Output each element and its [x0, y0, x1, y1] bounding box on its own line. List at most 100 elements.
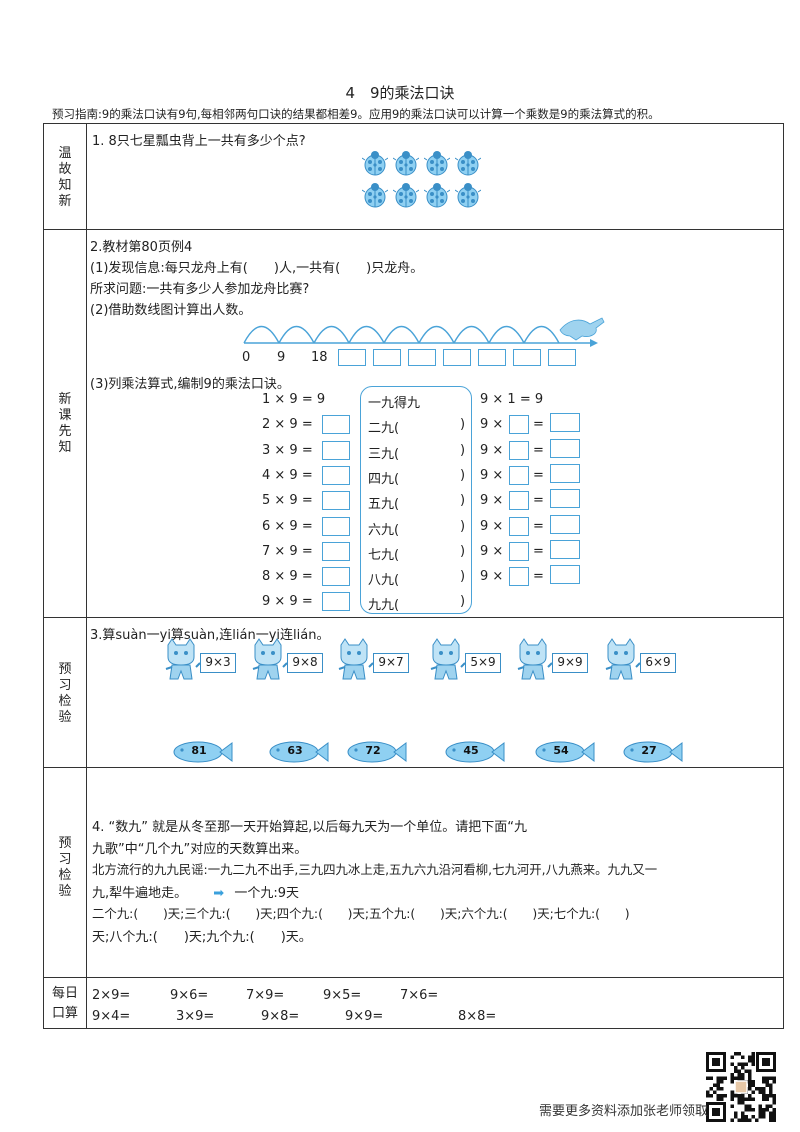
equals-sign: =	[533, 442, 544, 458]
ladybug-icon	[423, 150, 451, 176]
rhyme-text: 三九(	[368, 446, 400, 462]
daily-exercise: 3×9=	[176, 1009, 215, 1024]
q2-p4: (3)列乘法算式,编制9的乘法口诀。	[90, 377, 290, 392]
worksheet-table: 温故知新 新课先知 预习检验 预习检验 每日口算	[43, 123, 784, 1029]
number-line-diagram	[243, 317, 605, 347]
answer-box	[550, 539, 580, 559]
preview-guide: 预习指南:9的乘法口诀有9句,每相邻两句口诀的结果都相差9。应用9的乘法口诀可以…	[52, 107, 660, 121]
fish-number: 45	[463, 744, 479, 757]
row-divider	[44, 977, 783, 978]
expression-card: 9×9	[552, 653, 588, 673]
multiplication-equation: 5 × 9 =	[262, 493, 313, 509]
rhyme-text: 五九(	[368, 497, 400, 513]
cat-icon	[247, 637, 289, 685]
rhyme-close-paren: )	[460, 594, 466, 610]
fish-number: 54	[553, 744, 569, 757]
multiplication-equation: 7 × 9 =	[262, 543, 313, 559]
rhyme-text: 六九(	[368, 522, 400, 538]
section-text: 预习检验	[58, 836, 72, 899]
expression-card: 9×3	[200, 653, 236, 673]
q1-text: 1. 8只七星瓢虫背上一共有多少个点?	[92, 134, 306, 149]
commuted-equation-prefix: 9 ×	[480, 569, 504, 585]
answer-box	[322, 541, 350, 561]
rhyme-close-paren: )	[460, 569, 466, 585]
answer-box	[338, 349, 366, 366]
rhyme-close-paren: )	[460, 467, 466, 483]
hop-arc	[278, 325, 315, 344]
kangaroo-icon	[559, 317, 605, 341]
fish-icon	[442, 740, 506, 764]
answer-box	[550, 514, 580, 534]
commuted-equation-prefix: 9 ×	[480, 543, 504, 559]
answer-box	[509, 440, 529, 460]
fish-number: 81	[191, 744, 207, 757]
answer-box	[322, 592, 350, 612]
daily-exercise: 9×6=	[170, 988, 209, 1003]
commuted-equation-prefix: 9 ×	[480, 417, 504, 433]
ladybug-icon	[361, 182, 389, 208]
daily-exercise: 7×6=	[400, 988, 439, 1003]
rhyme-text: 二九(	[368, 421, 400, 437]
answer-box	[509, 491, 529, 511]
ladybug-icon	[361, 150, 389, 176]
answer-box	[550, 463, 580, 483]
rhyme-text: 八九(	[368, 573, 400, 589]
rhyme-text: 四九(	[368, 471, 400, 487]
multiplication-equation: 9 × 9 =	[262, 594, 313, 610]
daily-exercise: 9×5=	[323, 988, 362, 1003]
ladybug-icon	[423, 182, 451, 208]
hop-arc	[348, 325, 385, 344]
cat-icon	[160, 637, 202, 685]
multiplication-equation: 1 × 9 = 9	[262, 392, 326, 407]
answer-box	[408, 349, 436, 366]
fish-icon	[266, 740, 330, 764]
q4-line3: 北方流行的九九民谣:一九二九不出手,三九四九冰上走,五九六九沿河看柳,七九河开,…	[92, 862, 658, 877]
q4-line1: 4. “数九” 就是从冬至那一天开始算起,以后每九天为一个单位。请把下面“九	[92, 820, 528, 835]
answer-box	[322, 440, 350, 460]
q2-p1: (1)发现信息:每只龙舟上有( )人,一共有( )只龙舟。	[90, 261, 424, 276]
section-label-check-2: 预习检验	[44, 836, 86, 900]
daily-exercise: 2×9=	[92, 988, 131, 1003]
daily-exercise: 9×4=	[92, 1009, 131, 1024]
answer-box	[513, 349, 541, 366]
answer-box	[550, 438, 580, 458]
hop-arc	[453, 325, 490, 344]
answer-box	[478, 349, 506, 366]
commuted-equation-prefix: 9 ×	[480, 467, 504, 483]
cat-icon	[512, 637, 554, 685]
expression-card: 6×9	[640, 653, 676, 673]
equals-sign: =	[533, 518, 544, 534]
fish-icon	[170, 740, 234, 764]
answer-box	[322, 567, 350, 587]
answer-box	[509, 465, 529, 485]
ladybug-icon	[454, 150, 482, 176]
multiplication-equation: 4 × 9 =	[262, 467, 313, 483]
commuted-equation: 9 × 1 = 9	[480, 392, 544, 407]
numberline-label-18: 18	[311, 350, 328, 365]
commuted-equation-prefix: 9 ×	[480, 493, 504, 509]
qr-code-icon	[706, 1052, 776, 1122]
fish-number: 27	[641, 744, 657, 757]
section-text: 温故知新	[58, 146, 72, 209]
fish-icon	[344, 740, 408, 764]
section-text: 新课先知	[58, 392, 72, 455]
arrow-right-icon: ➡	[213, 886, 225, 901]
fish-icon	[620, 740, 684, 764]
answer-box	[550, 565, 580, 585]
q4-line4: 九,犁牛遍地走。 ➡ 一个九:9天	[92, 882, 299, 901]
multiplication-equation: 6 × 9 =	[262, 518, 313, 534]
q2-head: 2.教材第80页例4	[90, 240, 193, 255]
answer-box	[443, 349, 471, 366]
row-divider	[44, 617, 783, 618]
answer-box	[373, 349, 401, 366]
q4-example: 一个九:9天	[234, 886, 299, 901]
rhyme-text: 七九(	[368, 547, 400, 563]
equals-sign: =	[533, 493, 544, 509]
rhyme-close-paren: )	[460, 417, 466, 433]
column-divider	[86, 124, 87, 1028]
equals-sign: =	[533, 543, 544, 559]
daily-exercise: 9×8=	[261, 1009, 300, 1024]
q4-line2: 九歌”中“几个九”对应的天数算出来。	[92, 842, 308, 857]
section-label-review: 温故知新	[44, 146, 86, 210]
fish-icon	[532, 740, 596, 764]
